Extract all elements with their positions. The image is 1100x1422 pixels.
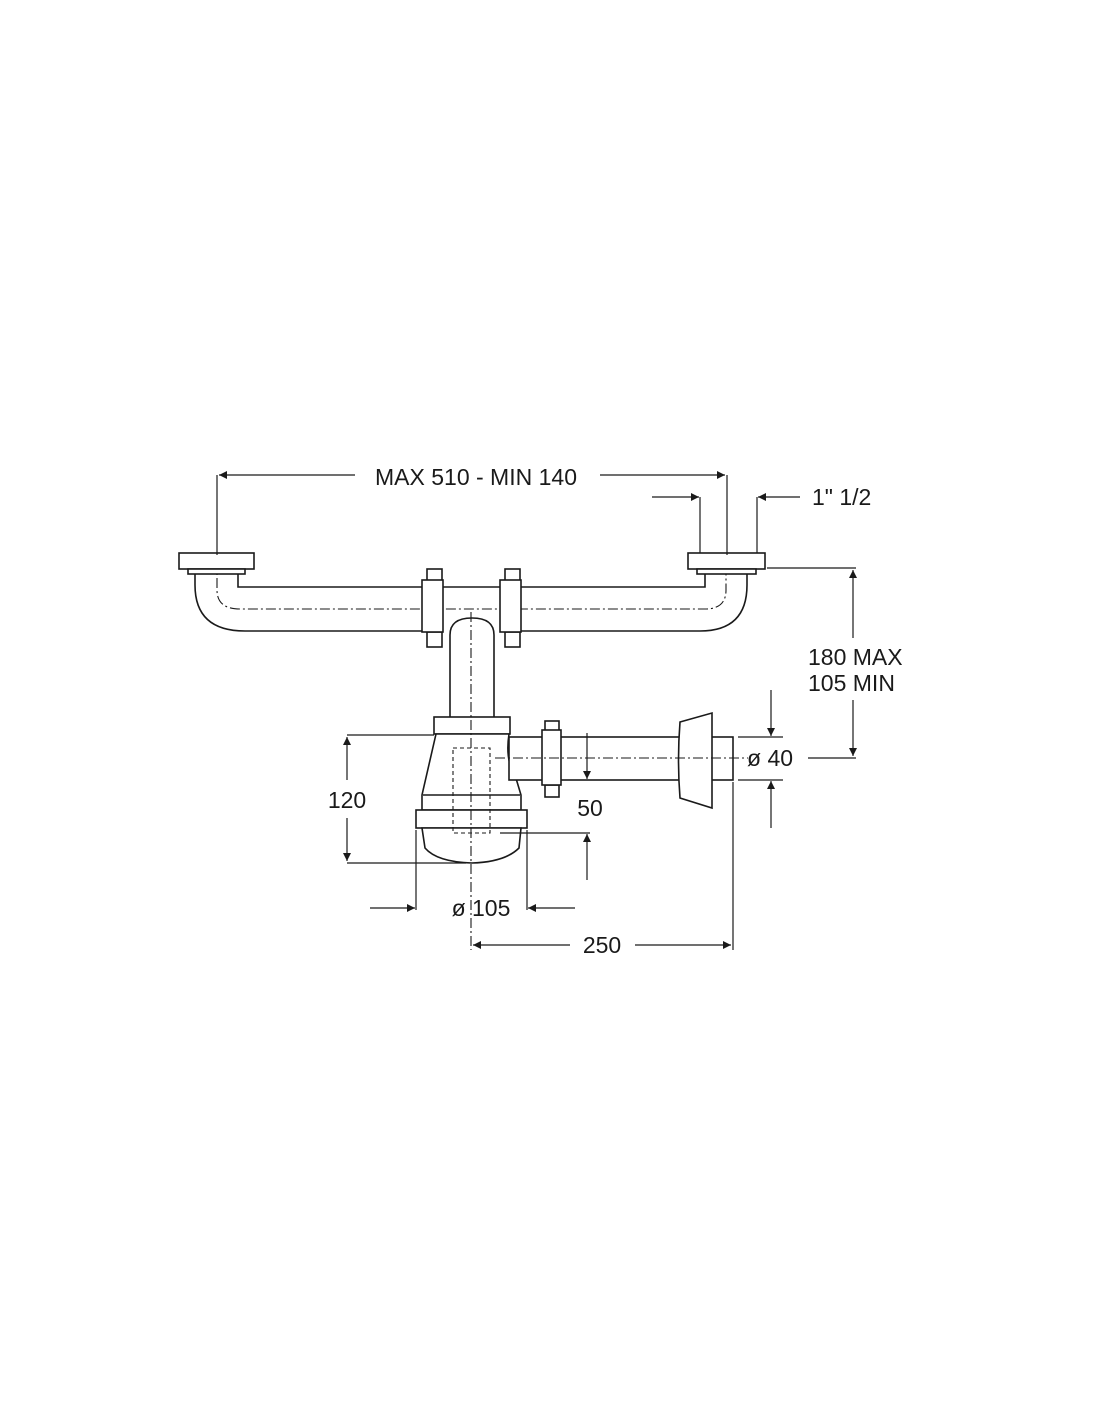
dimension-height: 180 MAX 105 MIN (767, 567, 903, 759)
wall-escutcheon (677, 711, 713, 810)
dimension-body-diameter: ø 105 (370, 830, 575, 921)
water-seal-label: 50 (577, 795, 603, 821)
height-min-label: 105 MIN (808, 670, 895, 696)
left-inlet-flange (178, 552, 255, 575)
tee-connector (421, 568, 522, 648)
dimension-outlet-diameter: ø 40 (738, 690, 793, 828)
dimension-water-seal: 50 (500, 733, 603, 880)
dimension-body-height: 120 (328, 734, 466, 864)
dimension-inlet-size: 1" 1/2 (652, 484, 871, 553)
dimension-span: MAX 510 - MIN 140 (216, 464, 728, 555)
span-label: MAX 510 - MIN 140 (375, 464, 577, 490)
dimension-outlet-length: 250 (473, 782, 734, 958)
right-inlet-flange (687, 552, 766, 575)
height-max-label: 180 MAX (808, 644, 903, 670)
body-height-label: 120 (328, 787, 366, 813)
inlet-size-label: 1" 1/2 (812, 484, 871, 510)
outlet-length-label: 250 (583, 932, 621, 958)
drop-pipe (433, 617, 511, 735)
outlet-pipe (495, 711, 748, 810)
outlet-diameter-label: ø 40 (747, 745, 793, 771)
body-diameter-label: ø 105 (452, 895, 511, 921)
inlet-pipe (194, 560, 748, 632)
